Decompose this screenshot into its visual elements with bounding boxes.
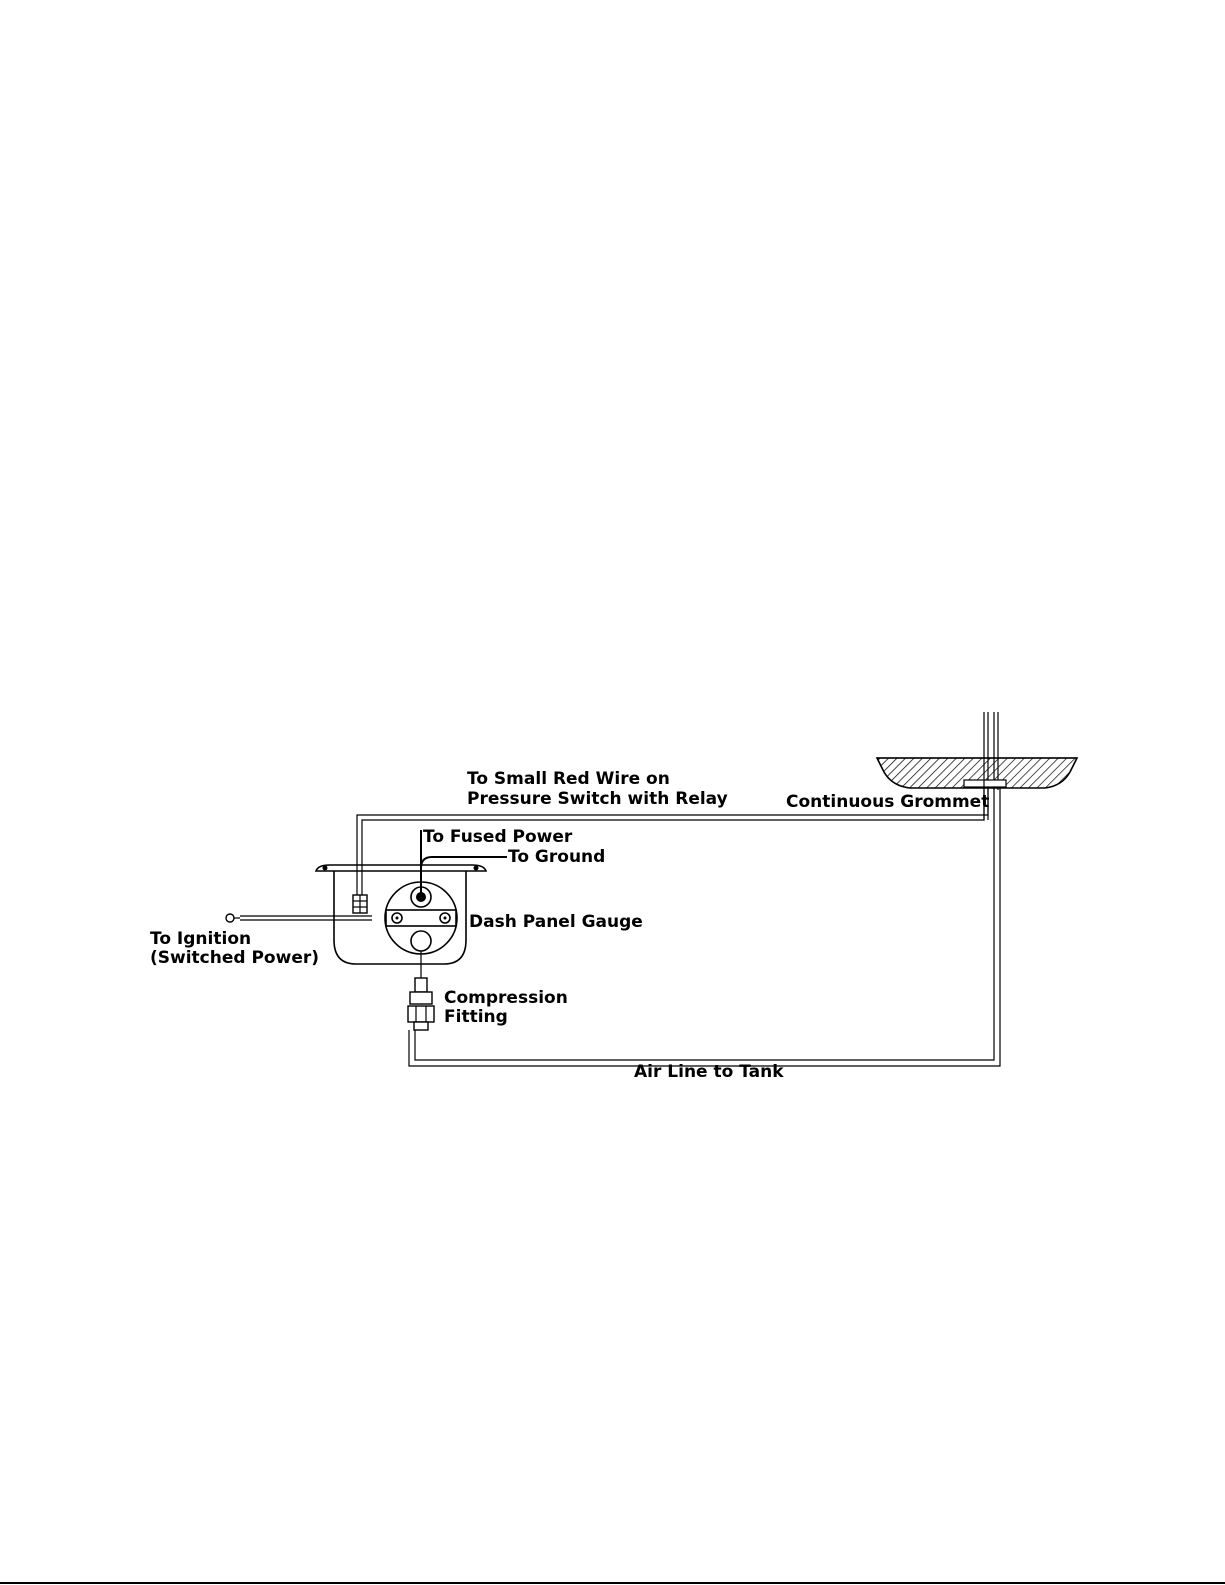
fused-power-label: To Fused Power xyxy=(423,827,573,847)
compression-fitting xyxy=(408,951,434,1030)
page-bottom-rule xyxy=(0,1582,1225,1584)
air-line-label: Air Line to Tank xyxy=(634,1062,784,1082)
ground-label: To Ground xyxy=(508,847,605,867)
grommet xyxy=(964,780,1006,787)
ground-wire xyxy=(421,857,507,893)
ignition-wire xyxy=(226,914,372,922)
compression-fitting-label-line1: Compression xyxy=(444,988,568,1008)
small-red-wire-label-line1: To Small Red Wire on xyxy=(467,769,670,789)
dash-panel-gauge-label: Dash Panel Gauge xyxy=(469,912,643,932)
connector-block xyxy=(353,895,367,913)
ignition-label-line1: To Ignition xyxy=(150,929,251,949)
ignition-label-line2: (Switched Power) xyxy=(150,948,319,968)
small-red-wire-label-line2: Pressure Switch with Relay xyxy=(467,789,728,809)
compression-fitting-label-line2: Fitting xyxy=(444,1007,508,1027)
continuous-grommet-label: Continuous Grommet xyxy=(786,792,989,812)
